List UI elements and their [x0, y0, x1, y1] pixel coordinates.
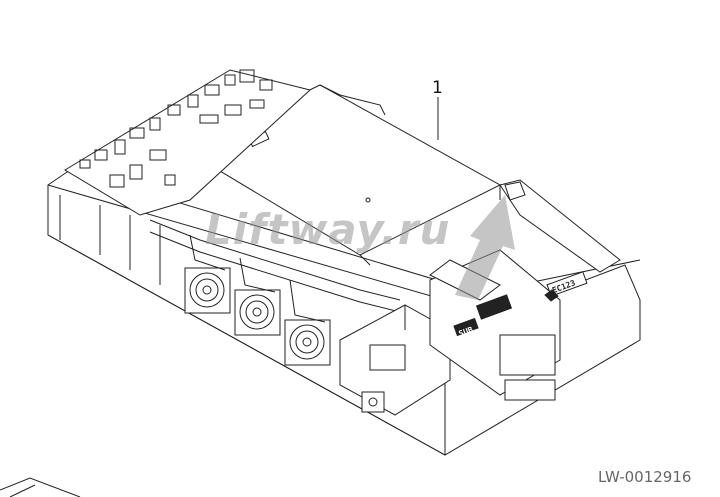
lcd-label-plate	[546, 271, 588, 297]
sub-label-plate	[453, 317, 479, 337]
board-components	[79, 69, 273, 188]
control-circuit-board	[64, 69, 312, 216]
callout-number: 1	[432, 78, 443, 98]
terminal-block	[369, 344, 406, 371]
cooling-fan-3	[284, 319, 331, 366]
right-panel	[499, 179, 621, 273]
front-rail	[149, 219, 401, 301]
document-id: LW-0012916	[598, 468, 692, 486]
cooling-fan-2	[234, 289, 281, 336]
warning-label-plate	[475, 294, 513, 320]
partial-bracket	[0, 477, 81, 497]
cooling-fan-1	[184, 267, 231, 314]
watermark-arrow	[455, 195, 515, 300]
watermark-text: Liftway.ru	[205, 205, 451, 254]
